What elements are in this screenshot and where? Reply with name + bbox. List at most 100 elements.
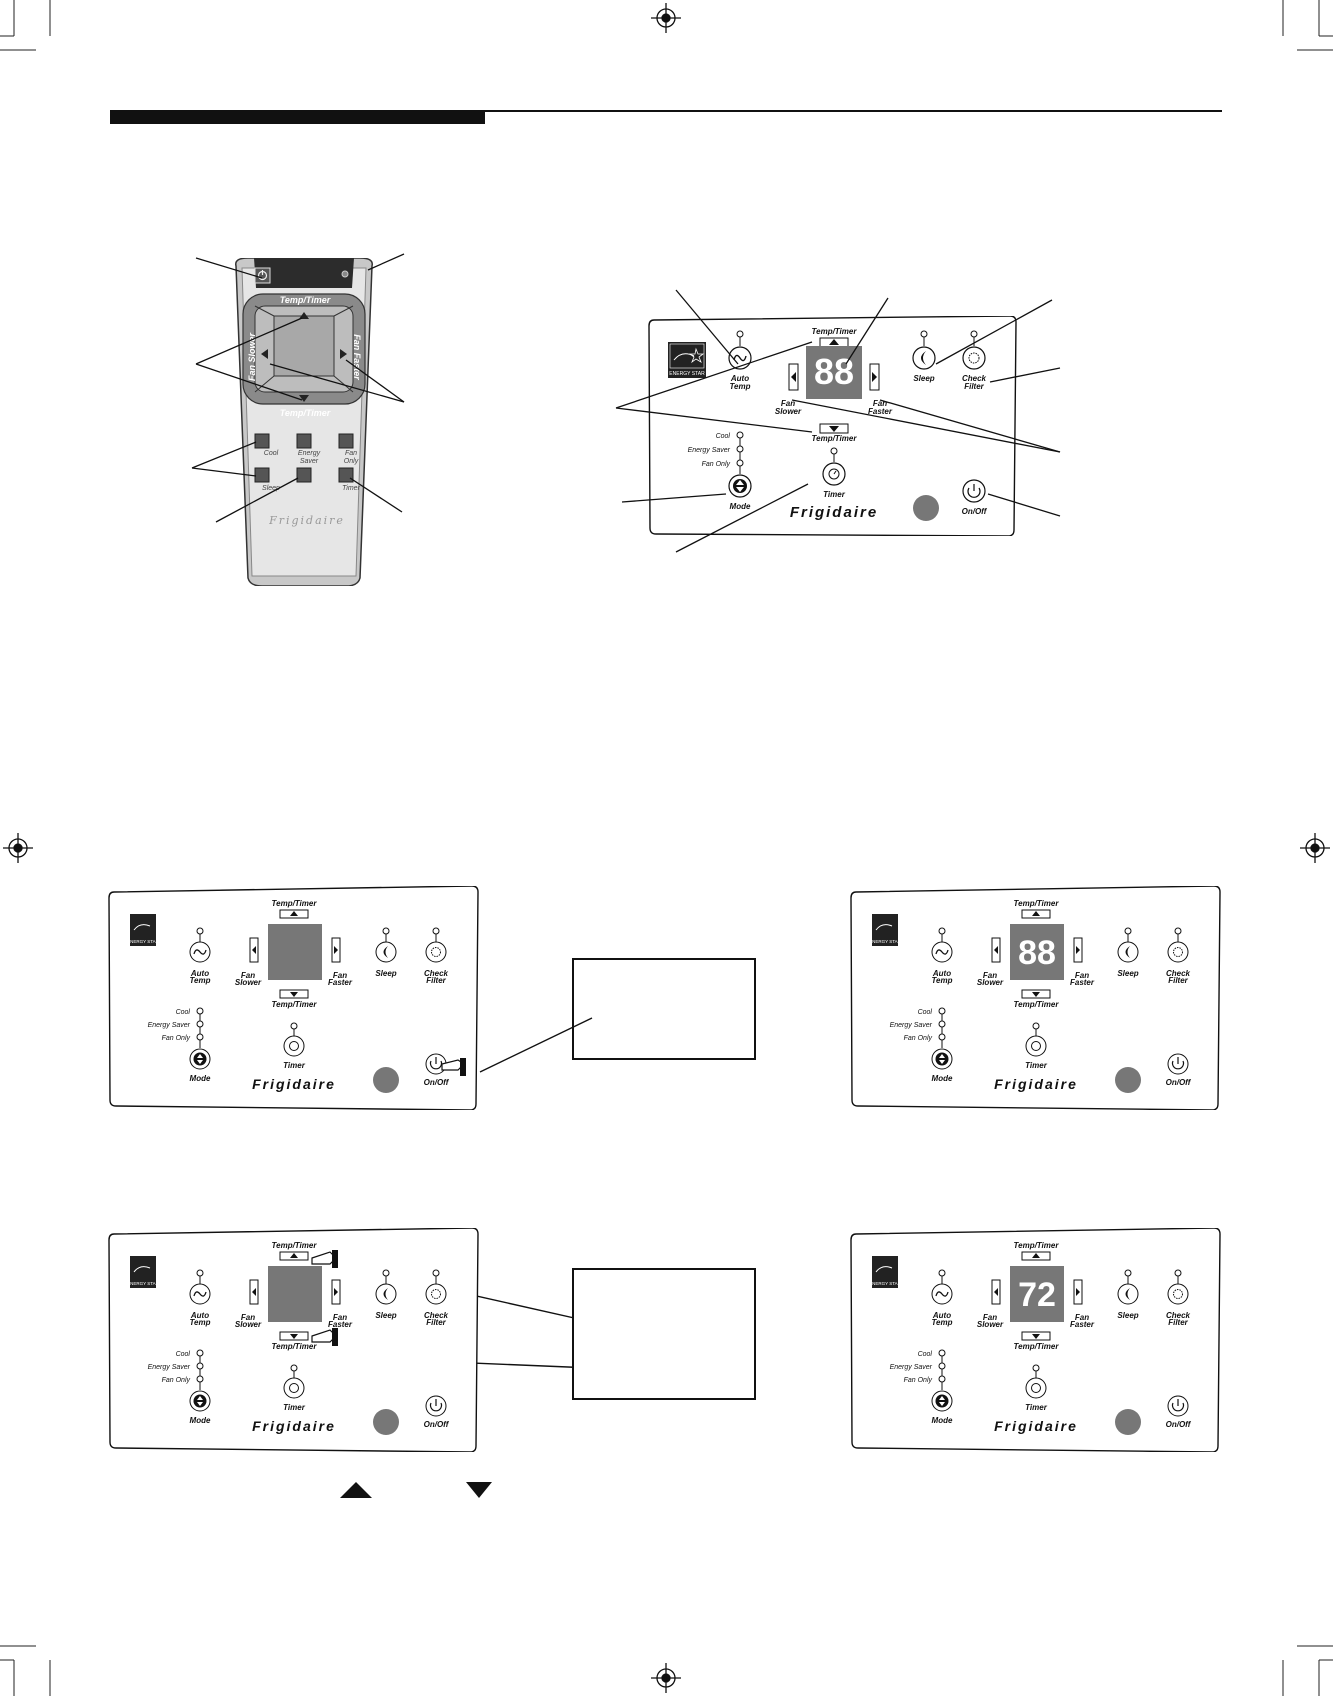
svg-text:Fan: Fan <box>333 971 347 980</box>
mode-button[interactable] <box>728 474 752 498</box>
svg-text:On/Off: On/Off <box>1166 1420 1192 1429</box>
svg-text:Frigidaire: Frigidaire <box>252 1418 336 1434</box>
remote-temp-timer-top[interactable]: Temp/Timer <box>279 295 331 305</box>
svg-text:Filter: Filter <box>426 976 446 985</box>
svg-text:Cool: Cool <box>716 433 731 440</box>
svg-text:ENERGY STAR: ENERGY STAR <box>869 1281 902 1286</box>
remote-control <box>228 257 380 587</box>
svg-text:Temp/Timer: Temp/Timer <box>1014 899 1060 908</box>
remote-brand: Frigidaire <box>269 514 345 527</box>
svg-text:Fan: Fan <box>241 1313 255 1322</box>
svg-text:Fan: Fan <box>983 971 997 980</box>
pointing-hand-down-icon <box>311 1328 338 1346</box>
svg-text:Temp/Timer: Temp/Timer <box>1014 1000 1060 1009</box>
svg-text:Energy Saver: Energy Saver <box>148 1364 191 1371</box>
svg-text:Filter: Filter <box>426 1318 446 1327</box>
remote-fan-faster[interactable]: Fan Faster <box>352 334 362 380</box>
svg-text:Temp: Temp <box>189 1318 210 1327</box>
svg-text:Fan: Fan <box>983 1313 997 1322</box>
svg-text:Sleep: Sleep <box>375 969 396 978</box>
remote-sleep-label[interactable]: Sleep <box>262 485 280 492</box>
sleep-button[interactable] <box>912 330 936 370</box>
svg-text:Timer: Timer <box>823 490 846 499</box>
svg-text:Timer: Timer <box>283 1061 306 1070</box>
svg-text:Temp/Timer: Temp/Timer <box>812 434 858 443</box>
svg-text:Check: Check <box>424 969 449 978</box>
registration-mark-top <box>651 3 681 33</box>
svg-text:Energy Saver: Energy Saver <box>148 1022 191 1029</box>
svg-text:Temp/Timer: Temp/Timer <box>1014 1342 1060 1351</box>
svg-text:Energy Saver: Energy Saver <box>890 1364 933 1371</box>
pointing-hand-up-icon <box>311 1250 338 1268</box>
svg-text:Temp/Timer: Temp/Timer <box>812 327 858 336</box>
svg-text:Temp: Temp <box>931 1318 952 1327</box>
down-arrow-icon <box>466 1482 492 1498</box>
svg-text:Mode: Mode <box>932 1416 953 1425</box>
svg-text:Filter: Filter <box>964 382 984 391</box>
svg-text:Sleep: Sleep <box>1117 969 1138 978</box>
registration-mark-right <box>1300 833 1330 863</box>
svg-text:Temp: Temp <box>729 382 750 391</box>
svg-text:Fan: Fan <box>333 1313 347 1322</box>
svg-text:Temp/Timer: Temp/Timer <box>272 1241 318 1250</box>
svg-text:Timer: Timer <box>1025 1403 1048 1412</box>
svg-text:Sleep: Sleep <box>1117 1311 1138 1320</box>
svg-text:Fan Only: Fan Only <box>702 461 731 468</box>
svg-text:Fan Only: Fan Only <box>904 1377 933 1384</box>
svg-text:Auto: Auto <box>932 1311 951 1320</box>
display-step2-after <box>1010 1266 1064 1322</box>
svg-text:On/Off: On/Off <box>962 507 988 516</box>
svg-text:Faster: Faster <box>328 1320 353 1329</box>
pointing-hand-icon <box>441 1058 466 1076</box>
svg-text:Sleep: Sleep <box>375 1311 396 1320</box>
svg-text:ENERGY STAR: ENERGY STAR <box>127 1281 160 1286</box>
remote-timer-label[interactable]: Timer <box>342 485 360 492</box>
svg-text:Fan Only: Fan Only <box>904 1035 933 1042</box>
svg-text:Sleep: Sleep <box>913 374 934 383</box>
callout-box-step2 <box>572 1268 756 1400</box>
svg-text:Fan: Fan <box>1075 1313 1089 1322</box>
svg-text:Temp/Timer: Temp/Timer <box>272 1000 318 1009</box>
svg-text:Faster: Faster <box>1070 978 1095 987</box>
svg-text:Fan: Fan <box>241 971 255 980</box>
svg-text:Fan Only: Fan Only <box>162 1035 191 1042</box>
svg-text:Mode: Mode <box>190 1416 211 1425</box>
svg-text:Cool: Cool <box>176 1009 191 1016</box>
header-rule <box>485 110 1222 112</box>
svg-text:Temp/Timer: Temp/Timer <box>1014 1241 1060 1250</box>
remote-cool-label[interactable]: Cool <box>263 450 279 457</box>
svg-text:Filter: Filter <box>1168 976 1188 985</box>
svg-text:Temp: Temp <box>189 976 210 985</box>
svg-text:Slower: Slower <box>977 978 1004 987</box>
svg-text:Timer: Timer <box>1025 1061 1048 1070</box>
svg-text:Auto: Auto <box>190 1311 209 1320</box>
energy-star-text: ENERGY STAR <box>669 371 705 377</box>
svg-text:Frigidaire: Frigidaire <box>790 504 878 521</box>
up-arrow-icon <box>340 1482 372 1498</box>
svg-text:Faster: Faster <box>1070 1320 1095 1329</box>
callout-box-step1 <box>572 958 756 1060</box>
svg-text:Mode: Mode <box>190 1074 211 1083</box>
svg-text:88: 88 <box>814 351 854 392</box>
svg-text:Frigidaire: Frigidaire <box>252 1076 336 1092</box>
svg-text:Check: Check <box>1166 969 1191 978</box>
remote-temp-timer-bottom[interactable]: Temp/Timer <box>279 408 331 418</box>
svg-text:Slower: Slower <box>235 1320 262 1329</box>
on-off-button[interactable] <box>962 479 986 503</box>
remote-fan-slower[interactable]: Fan Slower <box>247 333 257 382</box>
indicator-dot <box>913 495 939 521</box>
svg-text:Mode: Mode <box>932 1074 953 1083</box>
svg-text:Mode: Mode <box>730 502 751 511</box>
registration-mark-bottom <box>651 1663 681 1693</box>
svg-text:On/Off: On/Off <box>424 1078 450 1087</box>
svg-text:On/Off: On/Off <box>424 1420 450 1429</box>
svg-text:Cool: Cool <box>918 1351 933 1358</box>
svg-text:ENERGY STAR: ENERGY STAR <box>869 939 902 944</box>
svg-text:88: 88 <box>1018 934 1056 972</box>
display-step1-after <box>1010 924 1064 980</box>
